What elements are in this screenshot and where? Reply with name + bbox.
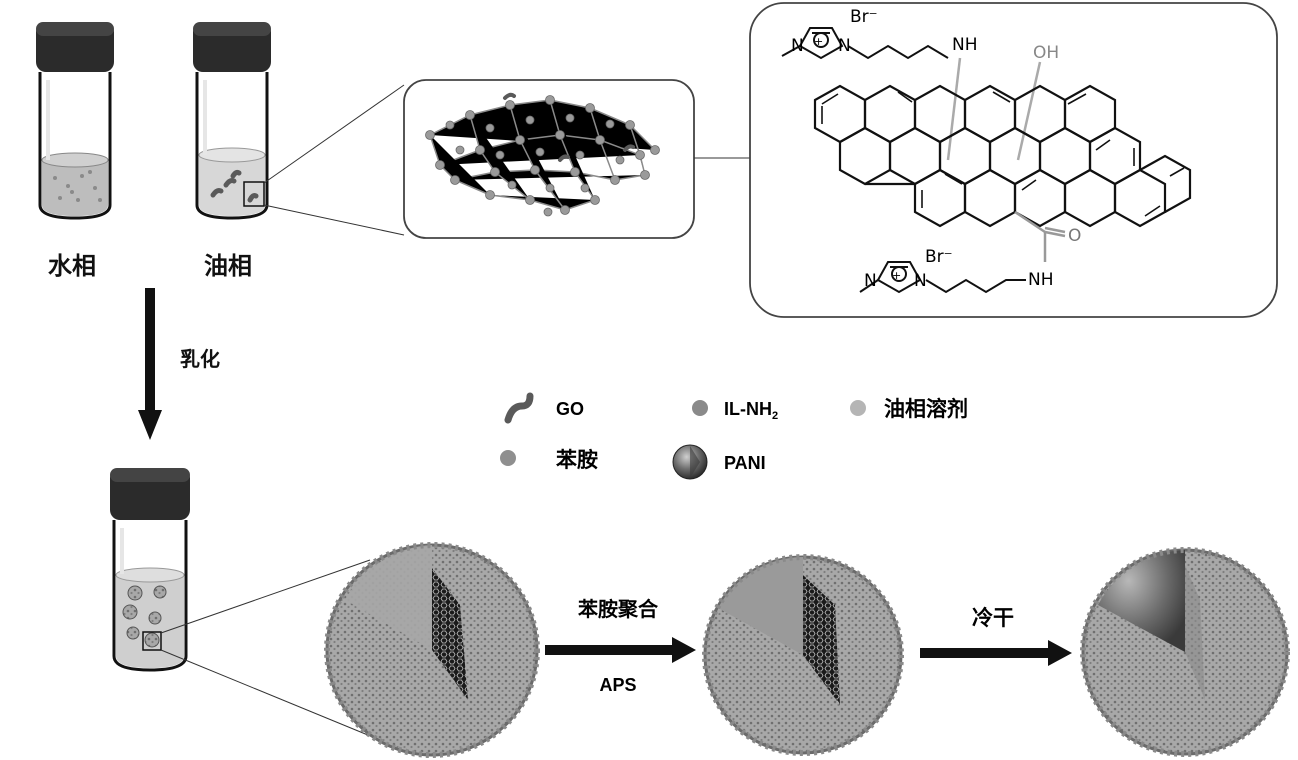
n-methyl-bottom: N [864, 271, 877, 291]
nh-top: NH [952, 35, 978, 55]
legend-pani: PANI [724, 453, 766, 473]
water-liquid [42, 160, 108, 216]
polymerize-arrow [545, 637, 696, 663]
go-legend-icon [504, 392, 534, 424]
legend: GO IL-NH2 油相溶剂 苯胺 PANI [500, 392, 968, 480]
zoom-lines-top [263, 84, 405, 236]
br-top: Br⁻ [850, 7, 878, 27]
zoom-box [142, 631, 162, 651]
n-plus-bottom: N [914, 271, 927, 291]
il-nh2-legend-icon [692, 400, 708, 416]
water-particles [53, 170, 102, 202]
legend-il-nh2-sub: 2 [772, 410, 778, 422]
zoom-lines-bottom [160, 559, 381, 741]
go-lattice-atoms [425, 95, 660, 217]
legend-go: GO [556, 399, 584, 419]
carbonyl-o: O [1068, 226, 1081, 246]
aniline-legend-icon [500, 450, 516, 466]
liquid-surface [41, 152, 109, 168]
plus-sign-bottom: + [892, 269, 901, 282]
go-network-panel [403, 79, 695, 239]
zoom-box [243, 181, 265, 207]
coated-shell-texture [702, 554, 904, 756]
go-sheets-in-vial [210, 169, 259, 203]
chem-panel-frame [749, 2, 1278, 318]
emulsion-droplet-sphere [324, 542, 540, 758]
vial-cap-rim [36, 22, 114, 36]
freeze-dry-arrow [920, 640, 1072, 666]
oil-solvent-legend-icon [850, 400, 866, 416]
pani-coated-sphere [702, 554, 904, 756]
water-phase-label: 水相 [48, 252, 96, 280]
chemical-structure-panel: N N + Br⁻ NH OH [749, 2, 1278, 318]
imidazolium-bottom [859, 261, 1026, 294]
linker-nh-top [946, 57, 962, 161]
droplet-inner-layer [432, 568, 468, 700]
coated-inner-layer [803, 575, 840, 705]
pani-legend-icon-shade [690, 446, 700, 478]
droplet-cutaway [345, 545, 432, 650]
liquid-surface [198, 147, 266, 163]
n-plus-top: N [838, 36, 851, 56]
carbonyl-linker [1014, 210, 1066, 262]
liquid-surface [115, 567, 185, 583]
aps-label: APS [599, 675, 636, 695]
hollow-shell-texture [1080, 547, 1290, 757]
vial-highlight [46, 80, 50, 160]
linker-oh [1016, 61, 1042, 161]
water-phase-vial [36, 22, 114, 220]
emulsion-vial [110, 468, 190, 672]
vial-highlight [203, 80, 207, 155]
go-lattice-functional-groups [503, 92, 635, 162]
freeze-dry-label: 冷干 [972, 606, 1014, 630]
vial-highlight [120, 528, 124, 574]
coated-cutaway [718, 557, 803, 655]
emulsify-label: 乳化 [180, 347, 220, 371]
legend-aniline: 苯胺 [555, 448, 598, 472]
aromatic-sheet [813, 84, 1192, 228]
aromatic-double-bonds [821, 91, 1185, 217]
imidazolium-top [781, 27, 949, 60]
br-bottom: Br⁻ [925, 247, 953, 267]
emulsify-arrow [138, 288, 162, 440]
oh-group: OH [1033, 43, 1059, 63]
oil-phase-vial [193, 22, 271, 220]
legend-il-nh2: IL-NH2 [724, 399, 778, 422]
n-methyl-top: N [791, 36, 804, 56]
polymerize-label: 苯胺聚合 [577, 597, 659, 621]
legend-oil-solvent: 油相溶剂 [884, 397, 968, 421]
vial-cap-rim [193, 22, 271, 36]
vial-cap-rim [110, 468, 190, 482]
oil-liquid [199, 155, 265, 216]
legend-il-nh2-main: IL-NH [724, 399, 772, 419]
emulsion-droplets [122, 585, 167, 648]
plus-sign-top: + [814, 35, 823, 48]
nh-bottom: NH [1028, 270, 1054, 290]
hollow-cavity [1098, 550, 1185, 652]
hollow-inner-wall [1185, 565, 1205, 700]
hollow-sphere [1080, 547, 1290, 757]
oil-phase-label: 油相 [204, 252, 252, 280]
droplet-shell-texture [324, 542, 540, 758]
